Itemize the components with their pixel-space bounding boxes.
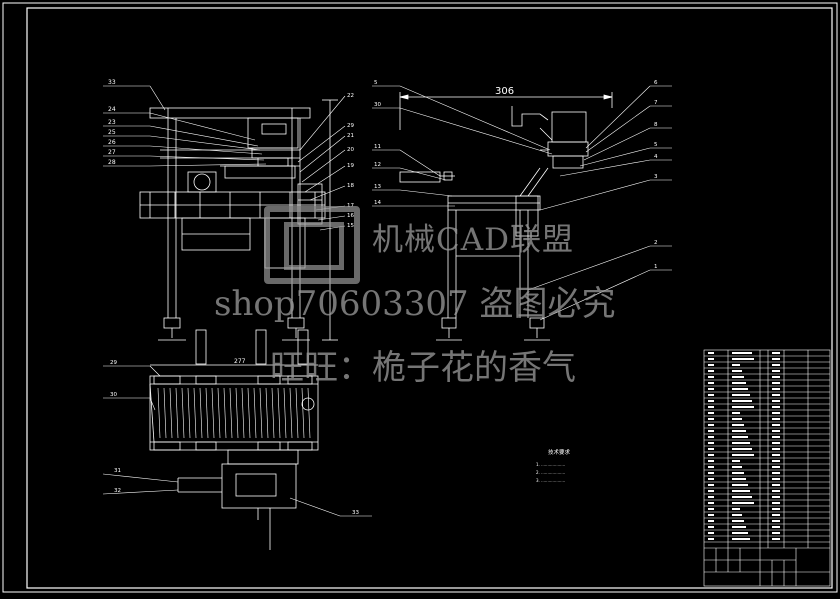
callout-30: 30: [374, 102, 381, 108]
side-view-leaders: [372, 85, 672, 321]
top-view: [149, 329, 319, 550]
callout-13: 13: [374, 184, 381, 190]
technical-notes: 技术要求 1. ................... 2. .........…: [536, 448, 571, 483]
parts-list-text-marks: [708, 352, 780, 540]
callout-27: 27: [108, 149, 116, 156]
front-view-callout-labels: 33 24 23 25 26 27 28: [108, 79, 116, 166]
callout-24: 24: [108, 106, 116, 113]
notes-title: 技术要求: [548, 448, 571, 456]
parts-list-table: [703, 349, 831, 587]
callout-12: 12: [374, 162, 381, 168]
callout-22: 22: [347, 93, 354, 99]
callout-2: 2: [654, 240, 658, 246]
callout-5b: 5: [654, 142, 658, 148]
callout-28: 28: [108, 159, 116, 166]
callout-29b: 29: [110, 360, 117, 366]
callout-3: 3: [654, 174, 658, 180]
callout-8: 8: [654, 122, 658, 128]
callout-26: 26: [108, 139, 116, 146]
watermark-logo: [264, 206, 360, 284]
callout-7: 7: [654, 100, 658, 106]
note-3: 3. ...................: [536, 478, 565, 483]
front-view: [139, 99, 338, 341]
callout-20: 20: [347, 147, 354, 153]
callout-19: 19: [347, 163, 354, 169]
callout-4: 4: [654, 154, 658, 160]
top-view-leaders: [102, 365, 372, 517]
callout-1: 1: [654, 264, 658, 270]
top-view-roller-lines: [157, 387, 311, 439]
note-1: 1. ...................: [536, 462, 565, 467]
callout-16: 16: [347, 213, 354, 219]
front-view-leaders: [103, 85, 267, 167]
callout-15: 15: [347, 223, 354, 229]
callout-18: 18: [347, 183, 354, 189]
callout-30b: 30: [110, 392, 117, 398]
side-view-callout-labels: 5 30 11 12 13 14 6 7 8 5 4 3 2 1: [374, 80, 658, 270]
callout-11: 11: [374, 144, 381, 150]
callout-29: 29: [347, 123, 354, 129]
callout-31: 31: [114, 468, 121, 474]
dimension-306: 306: [495, 86, 514, 97]
callout-33b: 33: [352, 510, 359, 516]
callout-14: 14: [374, 200, 381, 206]
callout-23: 23: [108, 119, 116, 126]
callout-33: 33: [108, 79, 116, 86]
callout-32: 32: [114, 488, 121, 494]
dimension-277: 277: [234, 358, 246, 365]
side-view: [399, 92, 613, 341]
callout-5: 5: [374, 80, 378, 86]
top-view-callout-labels: 29 30 31 32 33: [110, 360, 359, 516]
callout-21: 21: [347, 133, 354, 139]
note-2: 2. ...................: [536, 470, 565, 475]
front-right-leaders: [297, 95, 346, 231]
callout-6: 6: [654, 80, 658, 86]
drawing-inner-frame: [26, 7, 833, 589]
callout-25: 25: [108, 129, 116, 136]
parts-list-rows: [704, 355, 830, 543]
